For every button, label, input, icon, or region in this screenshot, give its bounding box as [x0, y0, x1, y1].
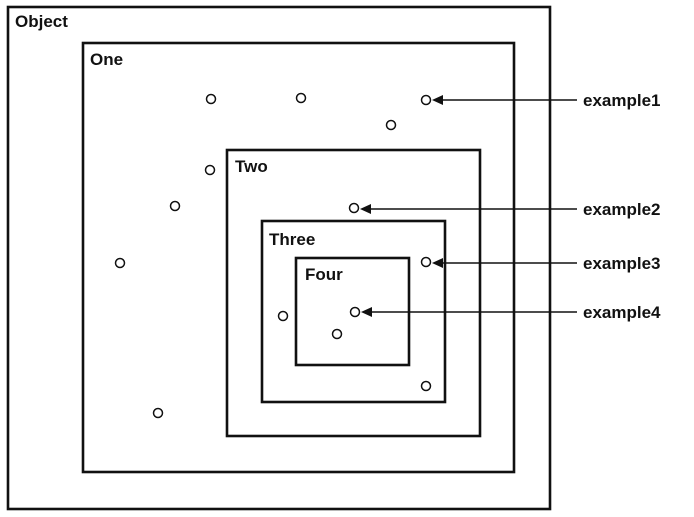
box-object: [6, 5, 552, 511]
callout-arrowhead-example3: [432, 258, 443, 268]
instance-dot-example3: [420, 256, 432, 268]
callout-label-example2: example2: [583, 200, 661, 219]
instance-dot: [331, 328, 343, 340]
callout-label-example4: example4: [583, 303, 661, 322]
box-label-one: One: [90, 50, 123, 69]
callout-arrowhead-example4: [361, 307, 372, 317]
instance-dot-example4: [349, 306, 361, 318]
instance-dot: [169, 200, 181, 212]
callout-arrowhead-example1: [432, 95, 443, 105]
box-one: [81, 41, 516, 474]
instance-dot: [385, 119, 397, 131]
box-label-three: Three: [269, 230, 315, 249]
instance-dot-example2: [348, 202, 360, 214]
instance-dot: [205, 93, 217, 105]
instance-dot: [152, 407, 164, 419]
instance-dot: [420, 380, 432, 392]
box-two: [225, 148, 482, 438]
box-label-two: Two: [235, 157, 268, 176]
instance-dot: [204, 164, 216, 176]
callout-arrowhead-example2: [360, 204, 371, 214]
callout-label-example1: example1: [583, 91, 661, 110]
instance-dot: [295, 92, 307, 104]
box-label-four: Four: [305, 265, 343, 284]
box-label-object: Object: [15, 12, 68, 31]
instance-dot-example1: [420, 94, 432, 106]
instance-dot: [277, 310, 289, 322]
instance-dot: [114, 257, 126, 269]
callout-label-example3: example3: [583, 254, 661, 273]
